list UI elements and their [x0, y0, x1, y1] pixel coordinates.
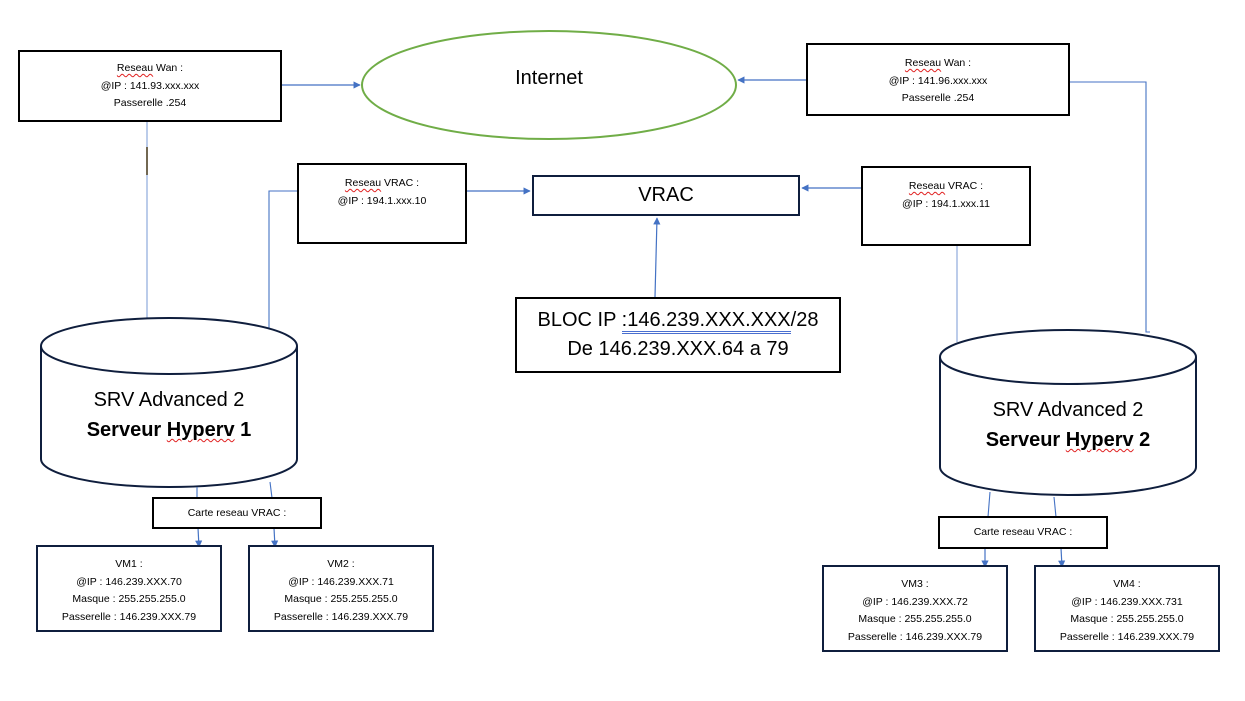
vm3-ip: @IP : 146.239.XXX.72	[862, 595, 968, 608]
vm3-gateway: Passerelle : 146.239.XXX.79	[847, 630, 983, 643]
ip-block-prefix: BLOC IP	[537, 309, 622, 331]
vm1-name: VM1 :	[115, 558, 143, 570]
vrac-right-ip: @IP : 194.1.xxx.11	[902, 197, 990, 210]
vm2-mask: Masque : 255.255.255.0	[284, 593, 398, 605]
ip-block-range: :146.239.XXX.XXX	[621, 309, 791, 334]
wan-left-title-word: Reseau	[116, 62, 154, 74]
vm4-name: VM4 :	[1113, 578, 1141, 590]
vm4-box[interactable]: VM4 : @IP : 146.239.XXX.731 Masque : 255…	[1034, 565, 1220, 652]
connector-server2-nic2-a	[987, 491, 991, 518]
server2-line2-b: Hyperv	[1065, 429, 1134, 451]
vrac-right-title-rest: VRAC :	[945, 180, 984, 192]
connector-nic1-vm1	[195, 527, 203, 548]
wan-left-title-rest: Wan :	[153, 62, 184, 74]
ip-block-line2: De 146.239.XXX.64 a 79	[567, 338, 789, 360]
vrac-left-title-word: Reseau	[344, 177, 382, 189]
vrac-left-ip: @IP : 194.1.xxx.10	[337, 194, 427, 207]
server1-line2-c: 1	[234, 419, 252, 441]
server2-line2-c: 2	[1133, 429, 1151, 451]
vm2-name: VM2 :	[327, 558, 355, 570]
ip-block-line1: BLOC IP :146.239.XXX.XXX/28	[517, 306, 839, 335]
connector-ipblock-vrac	[653, 217, 661, 298]
wan-right-ip: @IP : 141.96.xxx.xxx	[888, 74, 988, 87]
connector-wan-right-server2	[1069, 81, 1150, 333]
vrac-left-title: Reseau VRAC :	[299, 175, 465, 193]
vrac-left-title-rest: VRAC :	[381, 177, 420, 189]
server2-label[interactable]: SRV Advanced 2 Serveur Hyperv 2	[940, 395, 1196, 455]
vm3-mask: Masque : 255.255.255.0	[858, 613, 972, 625]
wan-left-gateway: Passerelle .254	[113, 97, 187, 109]
nic1-box[interactable]: Carte reseau VRAC :	[152, 497, 322, 529]
ip-block-box[interactable]: BLOC IP :146.239.XXX.XXX/28 De 146.239.X…	[515, 297, 841, 373]
wan-right-box[interactable]: Reseau Wan : @IP : 141.96.xxx.xxx Passer…	[806, 43, 1070, 116]
server1-line2-b: Hyperv	[166, 419, 235, 441]
connector-vrac-left-server1	[268, 190, 298, 330]
server1-cylinder	[40, 317, 298, 488]
vm1-ip: @IP : 146.239.XXX.70	[76, 575, 182, 588]
server1-label[interactable]: SRV Advanced 2 Serveur Hyperv 1	[41, 385, 297, 445]
vrac-right-title: Reseau VRAC :	[863, 178, 1029, 196]
server2-line2: Serveur Hyperv 2	[940, 425, 1196, 455]
server2-cylinder	[939, 329, 1197, 496]
vm2-gateway: Passerelle : 146.239.XXX.79	[273, 610, 409, 623]
vrac-right-title-word: Reseau	[908, 180, 946, 192]
vm1-box[interactable]: VM1 : @IP : 146.239.XXX.70 Masque : 255.…	[36, 545, 222, 632]
vm4-mask: Masque : 255.255.255.0	[1070, 613, 1184, 625]
wan-left-box[interactable]: Reseau Wan : @IP : 141.93.xxx.xxx Passer…	[18, 50, 282, 122]
vm2-box[interactable]: VM2 : @IP : 146.239.XXX.71 Masque : 255.…	[248, 545, 434, 632]
vrac-right-box[interactable]: Reseau VRAC : @IP : 194.1.xxx.11	[861, 166, 1031, 246]
vm3-box[interactable]: VM3 : @IP : 146.239.XXX.72 Masque : 255.…	[822, 565, 1008, 652]
internet-cloud-shape	[361, 30, 737, 140]
server1-line1: SRV Advanced 2	[93, 389, 245, 411]
vrac-left-box[interactable]: Reseau VRAC : @IP : 194.1.xxx.10	[297, 163, 467, 244]
vrac-box[interactable]: VRAC	[532, 175, 800, 216]
connector-nic2-vm4	[1058, 547, 1066, 568]
vm4-ip: @IP : 146.239.XXX.731	[1071, 595, 1183, 608]
wan-right-title-rest: Wan :	[941, 57, 972, 69]
vm1-mask: Masque : 255.255.255.0	[72, 593, 186, 605]
ip-block-suffix: /28	[790, 309, 819, 331]
wan-right-title-word: Reseau	[904, 57, 942, 69]
vm1-gateway: Passerelle : 146.239.XXX.79	[61, 610, 197, 623]
vm4-gateway: Passerelle : 146.239.XXX.79	[1059, 630, 1195, 643]
connector-nic1-vm2	[271, 527, 279, 548]
server2-line1: SRV Advanced 2	[992, 399, 1144, 421]
wan-right-title: Reseau Wan :	[808, 55, 1068, 73]
vm2-ip: @IP : 146.239.XXX.71	[288, 575, 394, 588]
vm3-name: VM3 :	[901, 578, 929, 590]
server1-line2: Serveur Hyperv 1	[41, 415, 297, 445]
connector-server2-nic2-b	[1053, 496, 1057, 518]
server1-line2-a: Serveur	[86, 419, 167, 441]
wan-right-gateway: Passerelle .254	[901, 92, 975, 104]
internet-label: Internet	[515, 67, 583, 89]
server2-line2-a: Serveur	[985, 429, 1066, 451]
nic2-box[interactable]: Carte reseau VRAC :	[938, 516, 1108, 549]
wan-left-title: Reseau Wan :	[20, 60, 280, 78]
connector-server1-nic1-b	[269, 481, 273, 499]
wan-left-ip: @IP : 141.93.xxx.xxx	[100, 79, 200, 92]
